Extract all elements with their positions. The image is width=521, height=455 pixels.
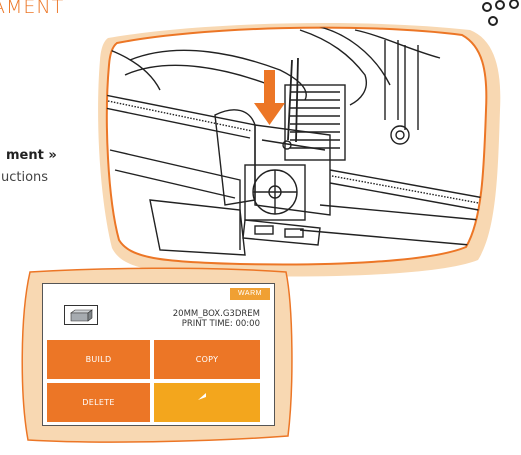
copy-button[interactable]: COPY xyxy=(154,340,260,379)
back-arrow-icon xyxy=(196,392,218,414)
delete-button[interactable]: DELETE xyxy=(47,383,150,422)
print-time: PRINT TIME: 00:00 xyxy=(182,319,260,329)
back-button[interactable] xyxy=(154,383,260,422)
file-thumbnail-icon xyxy=(64,305,98,325)
build-button[interactable]: BUILD xyxy=(47,340,150,379)
status-badge: WARM xyxy=(230,288,270,300)
touchscreen-display: WARM 20MM_BOX.G3DREM PRINT TIME: 00:00 B… xyxy=(42,283,275,426)
file-name: 20MM_BOX.G3DREM xyxy=(173,309,260,319)
